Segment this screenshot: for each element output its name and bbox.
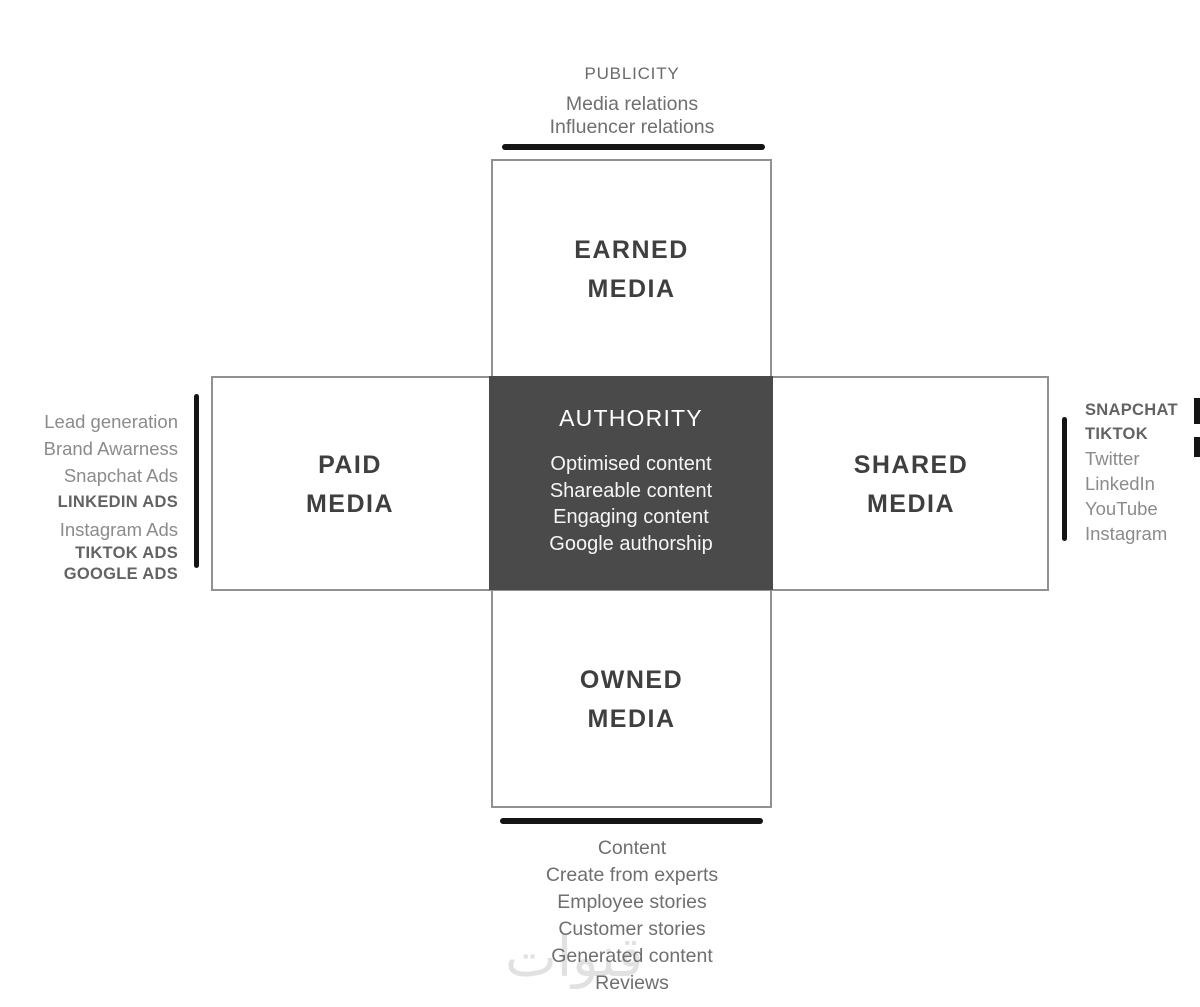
list-item: GOOGLE ADS <box>63 565 178 583</box>
left-divider-line <box>194 394 199 568</box>
publicity-line: Media relations <box>565 93 699 115</box>
owned-annotation-line: Content <box>597 837 667 859</box>
list-item: LINKEDIN ADS <box>57 493 178 511</box>
list-item: YouTube <box>1085 498 1158 519</box>
paid-media-label-line1: PAID <box>318 451 382 479</box>
earned-media-label-line1: EARNED <box>574 236 689 264</box>
owned-annotation-line: Employee stories <box>557 891 707 913</box>
authority-item: Engaging content <box>553 506 709 528</box>
list-item: Twitter <box>1085 448 1140 469</box>
authority-item-list: Optimised content Shareable content Enga… <box>489 451 773 557</box>
list-item: TIKTOK ADS <box>75 544 178 562</box>
list-item: Snapchat Ads <box>63 465 178 486</box>
owned-annotation-line: Customer stories <box>558 918 706 940</box>
publicity-heading: PUBLICITY <box>584 64 680 83</box>
paid-media-label-line2: MEDIA <box>305 490 395 518</box>
watermark: قنوات <box>505 925 644 989</box>
list-item: TIKTOK <box>1085 425 1148 443</box>
list-item: LinkedIn <box>1085 473 1155 494</box>
list-item: Instagram Ads <box>59 519 178 540</box>
owned-media-annotation: Content Create from experts Employee sto… <box>432 835 832 997</box>
right-edge-mark-bottom <box>1194 437 1200 457</box>
paid-media-channel-list: Lead generation Brand Awarness Snapchat … <box>0 408 178 585</box>
owned-media-label-line1: OWNED <box>579 666 684 694</box>
right-divider-line <box>1062 417 1067 541</box>
owned-annotation-line: Create from experts <box>545 864 719 886</box>
authority-item: Google authorship <box>549 532 713 555</box>
authority-item: Optimised content <box>550 453 712 475</box>
owned-media-label-line2: MEDIA <box>587 705 676 733</box>
earned-media-label-line2: MEDIA <box>587 275 676 303</box>
shared-media-label-line1: SHARED <box>853 451 969 479</box>
list-item: SNAPCHAT <box>1085 401 1178 419</box>
top-divider-line <box>502 144 765 150</box>
list-item: Brand Awarness <box>43 438 178 459</box>
owned-annotation-line: Reviews <box>595 972 669 994</box>
authority-center-box: AUTHORITY Optimised content Shareable co… <box>489 376 773 590</box>
shared-media-channel-list: SNAPCHAT TIKTOK Twitter LinkedIn YouTube… <box>1085 398 1200 546</box>
owned-media-label: OWNED MEDIA <box>491 661 772 739</box>
earned-media-label: EARNED MEDIA <box>491 231 772 309</box>
bottom-divider-line <box>500 818 763 824</box>
right-edge-mark-top <box>1194 398 1200 424</box>
paid-media-label: PAID MEDIA <box>211 446 489 524</box>
owned-annotation-line: Generated content <box>551 945 713 967</box>
publicity-annotation: PUBLICITY Media relations Influencer rel… <box>432 64 832 139</box>
authority-title: AUTHORITY <box>559 405 703 431</box>
publicity-line: Influencer relations <box>549 116 715 138</box>
shared-media-label: SHARED MEDIA <box>773 446 1049 524</box>
list-item: Lead generation <box>44 411 178 432</box>
authority-item: Shareable content <box>549 479 713 502</box>
shared-media-label-line2: MEDIA <box>866 490 956 518</box>
list-item: Instagram <box>1085 523 1168 544</box>
